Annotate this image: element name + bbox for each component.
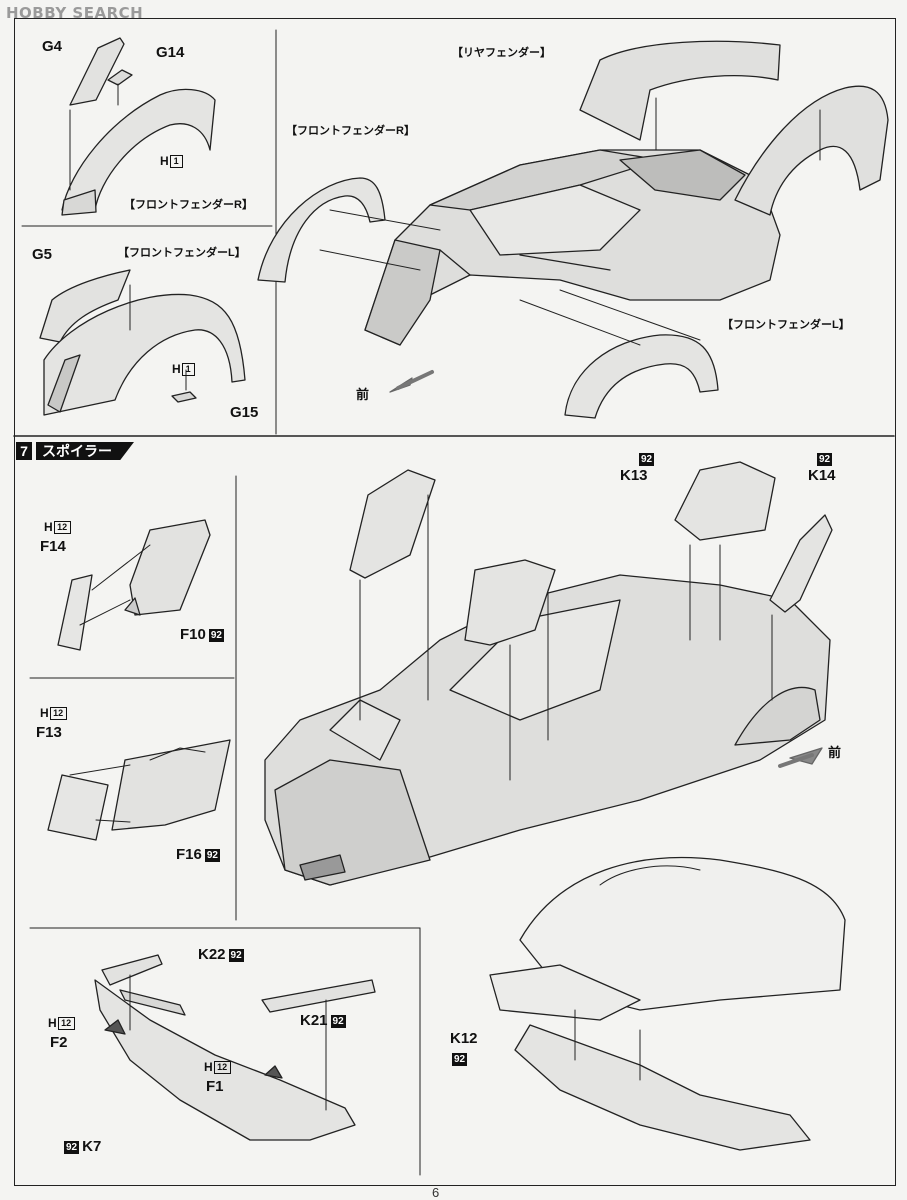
top-guide-lines — [319, 97, 821, 346]
rear-fender-part — [579, 40, 889, 216]
k7-subassembly — [94, 954, 376, 1141]
label-front-top: 前 — [356, 387, 370, 402]
label-rear-fender: 【リヤフェンダー】 — [452, 47, 551, 59]
label-k13: K13 — [620, 467, 648, 484]
step7-guide-lines — [359, 494, 773, 781]
page-number: 6 — [432, 1185, 440, 1200]
label-g15: G15 — [230, 404, 259, 421]
front-fender-l-part — [564, 334, 719, 419]
label-k14: K14 — [808, 467, 836, 484]
label-g5: G5 — [32, 246, 53, 263]
label-front-fender-r-sub: 【フロントフェンダーR】 — [124, 199, 253, 211]
front-fender-r-subassembly — [61, 37, 216, 216]
hobby-search-watermark: HOBBY SEARCH — [6, 4, 144, 22]
label-k12-badge: 92 — [452, 1053, 468, 1066]
f13-f16-subassembly — [47, 739, 231, 841]
label-front-fender-l: 【フロントフェンダーL】 — [722, 319, 850, 331]
step-title: スポイラー — [36, 442, 134, 460]
label-k12: K12 — [450, 1030, 478, 1047]
step-7-header: 7 スポイラー — [16, 441, 134, 461]
front-end-subassembly — [489, 857, 846, 1151]
car-body-top — [364, 149, 781, 346]
label-k14-badge: 92 — [817, 453, 833, 466]
label-front-step7: 前 — [828, 745, 842, 760]
label-f13: F13 — [36, 724, 62, 741]
label-g4: G4 — [42, 38, 63, 55]
label-g14: G14 — [156, 44, 185, 61]
front-fender-l-subassembly — [39, 269, 246, 416]
instruction-sheet — [14, 18, 896, 1186]
label-f2: F2 — [50, 1034, 68, 1051]
front-fender-r-part — [257, 177, 386, 283]
label-k13-badge: 92 — [639, 453, 655, 466]
spoiler-pieces-step7 — [349, 461, 833, 646]
label-front-fender-r: 【フロントフェンダーR】 — [286, 125, 415, 137]
step-number: 7 — [16, 442, 32, 460]
label-front-fender-l-sub: 【フロントフェンダーL】 — [118, 247, 246, 259]
label-f1: F1 — [206, 1078, 224, 1095]
label-f14: F14 — [40, 538, 66, 555]
f10-f14-subassembly — [57, 519, 211, 651]
